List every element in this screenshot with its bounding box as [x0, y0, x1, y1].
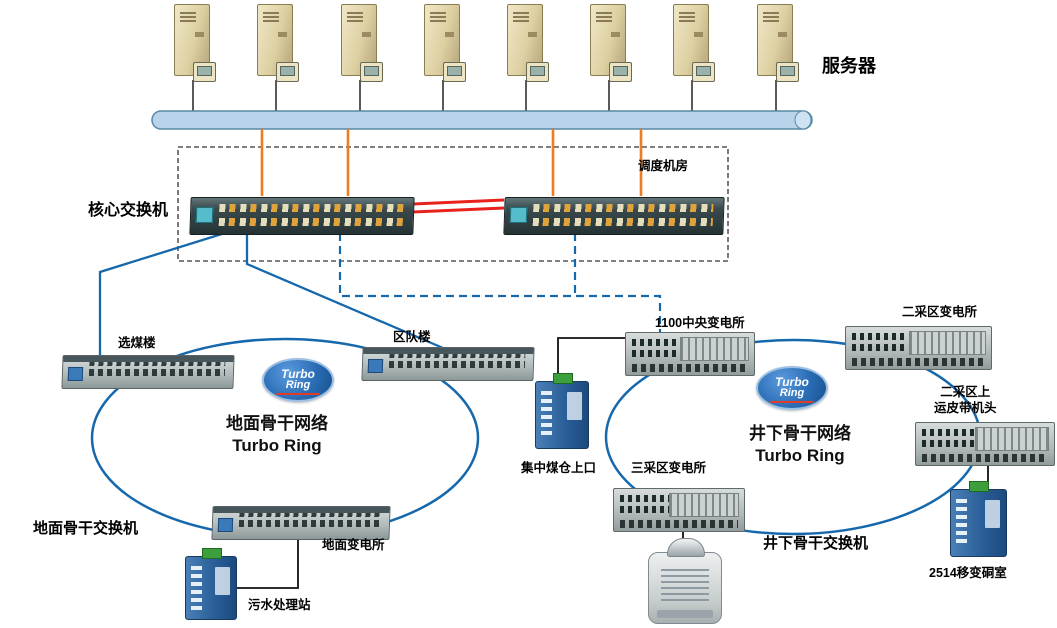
sewage-station-label: 污水处理站 [248, 598, 311, 612]
ground-ring-links [98, 231, 444, 357]
coal-selection-label: 选煤楼 [118, 336, 156, 350]
dispatch-room-box [177, 146, 729, 262]
terminal-block-icon [552, 373, 573, 384]
red-core-links [412, 198, 505, 214]
ground-substation-label: 地面变电所 [322, 538, 385, 552]
server-terminal-icon [609, 62, 632, 82]
terminal-block-icon [202, 548, 222, 559]
explosion-proof-device [648, 538, 722, 624]
central-1100-label: 1100中央变电所 [655, 316, 745, 330]
server-links [192, 80, 777, 113]
terminal-block-icon [968, 481, 989, 492]
ground-backbone-switch-label: 地面骨干交换机 [33, 520, 139, 537]
district-team-label: 区队楼 [393, 330, 431, 344]
core-switch-left [189, 197, 415, 235]
core-to-underground-links [338, 233, 662, 332]
server-terminal-icon [443, 62, 466, 82]
switch-coal-selection-building [61, 355, 235, 389]
server-icon [503, 2, 549, 82]
server-icon [170, 2, 216, 82]
bus-end-cap [794, 110, 812, 130]
orange-links [260, 129, 643, 196]
switch-1100-central-substation [625, 332, 755, 376]
switch-2514-room [950, 481, 1007, 557]
server-terminal-icon [360, 62, 383, 82]
underground-backbone-switch-label: 井下骨干交换机 [763, 535, 869, 552]
area2-substation-label: 二采区变电所 [902, 305, 978, 319]
server-terminal-icon [692, 62, 715, 82]
core-switch-label: 核心交换机 [88, 202, 169, 219]
switch-badge [509, 207, 528, 223]
server-icon [337, 2, 383, 82]
turbo-ring-logo: Turbo Ring [262, 358, 334, 402]
turbo-ring-logo: Turbo Ring [756, 366, 828, 410]
server-icon [420, 2, 466, 82]
server-icon [253, 2, 299, 82]
backbone-bus [151, 110, 813, 130]
switch-area2-substation [845, 326, 992, 370]
area3-substation-label: 三采区变电所 [631, 461, 707, 475]
ground-ring-title: 地面骨干网络 Turbo Ring [226, 414, 328, 455]
belt-head-label: 二采区上 运皮带机头 [934, 385, 997, 415]
servers-label: 服务器 [822, 56, 876, 76]
underground-ring-title: 井下骨干网络 Turbo Ring [749, 424, 851, 465]
switch-area3-substation [613, 488, 745, 532]
server-icon [753, 2, 799, 82]
switch-badge [195, 207, 214, 223]
dispatch-room-label: 调度机房 [638, 159, 689, 173]
server-terminal-icon [193, 62, 216, 82]
server-terminal-icon [276, 62, 299, 82]
switch-district-team-building [361, 347, 535, 381]
core-switch-right [503, 197, 725, 235]
room-2514-label: 2514移变硐室 [929, 566, 1007, 580]
server-terminal-icon [776, 62, 799, 82]
server-icon [586, 2, 632, 82]
coal-bunker-label: 集中煤仓上口 [521, 461, 597, 475]
server-icon [669, 2, 715, 82]
switch-sewage-station [185, 548, 237, 620]
switch-coal-bunker [535, 373, 589, 449]
switch-belt-head [915, 422, 1055, 466]
server-terminal-icon [526, 62, 549, 82]
